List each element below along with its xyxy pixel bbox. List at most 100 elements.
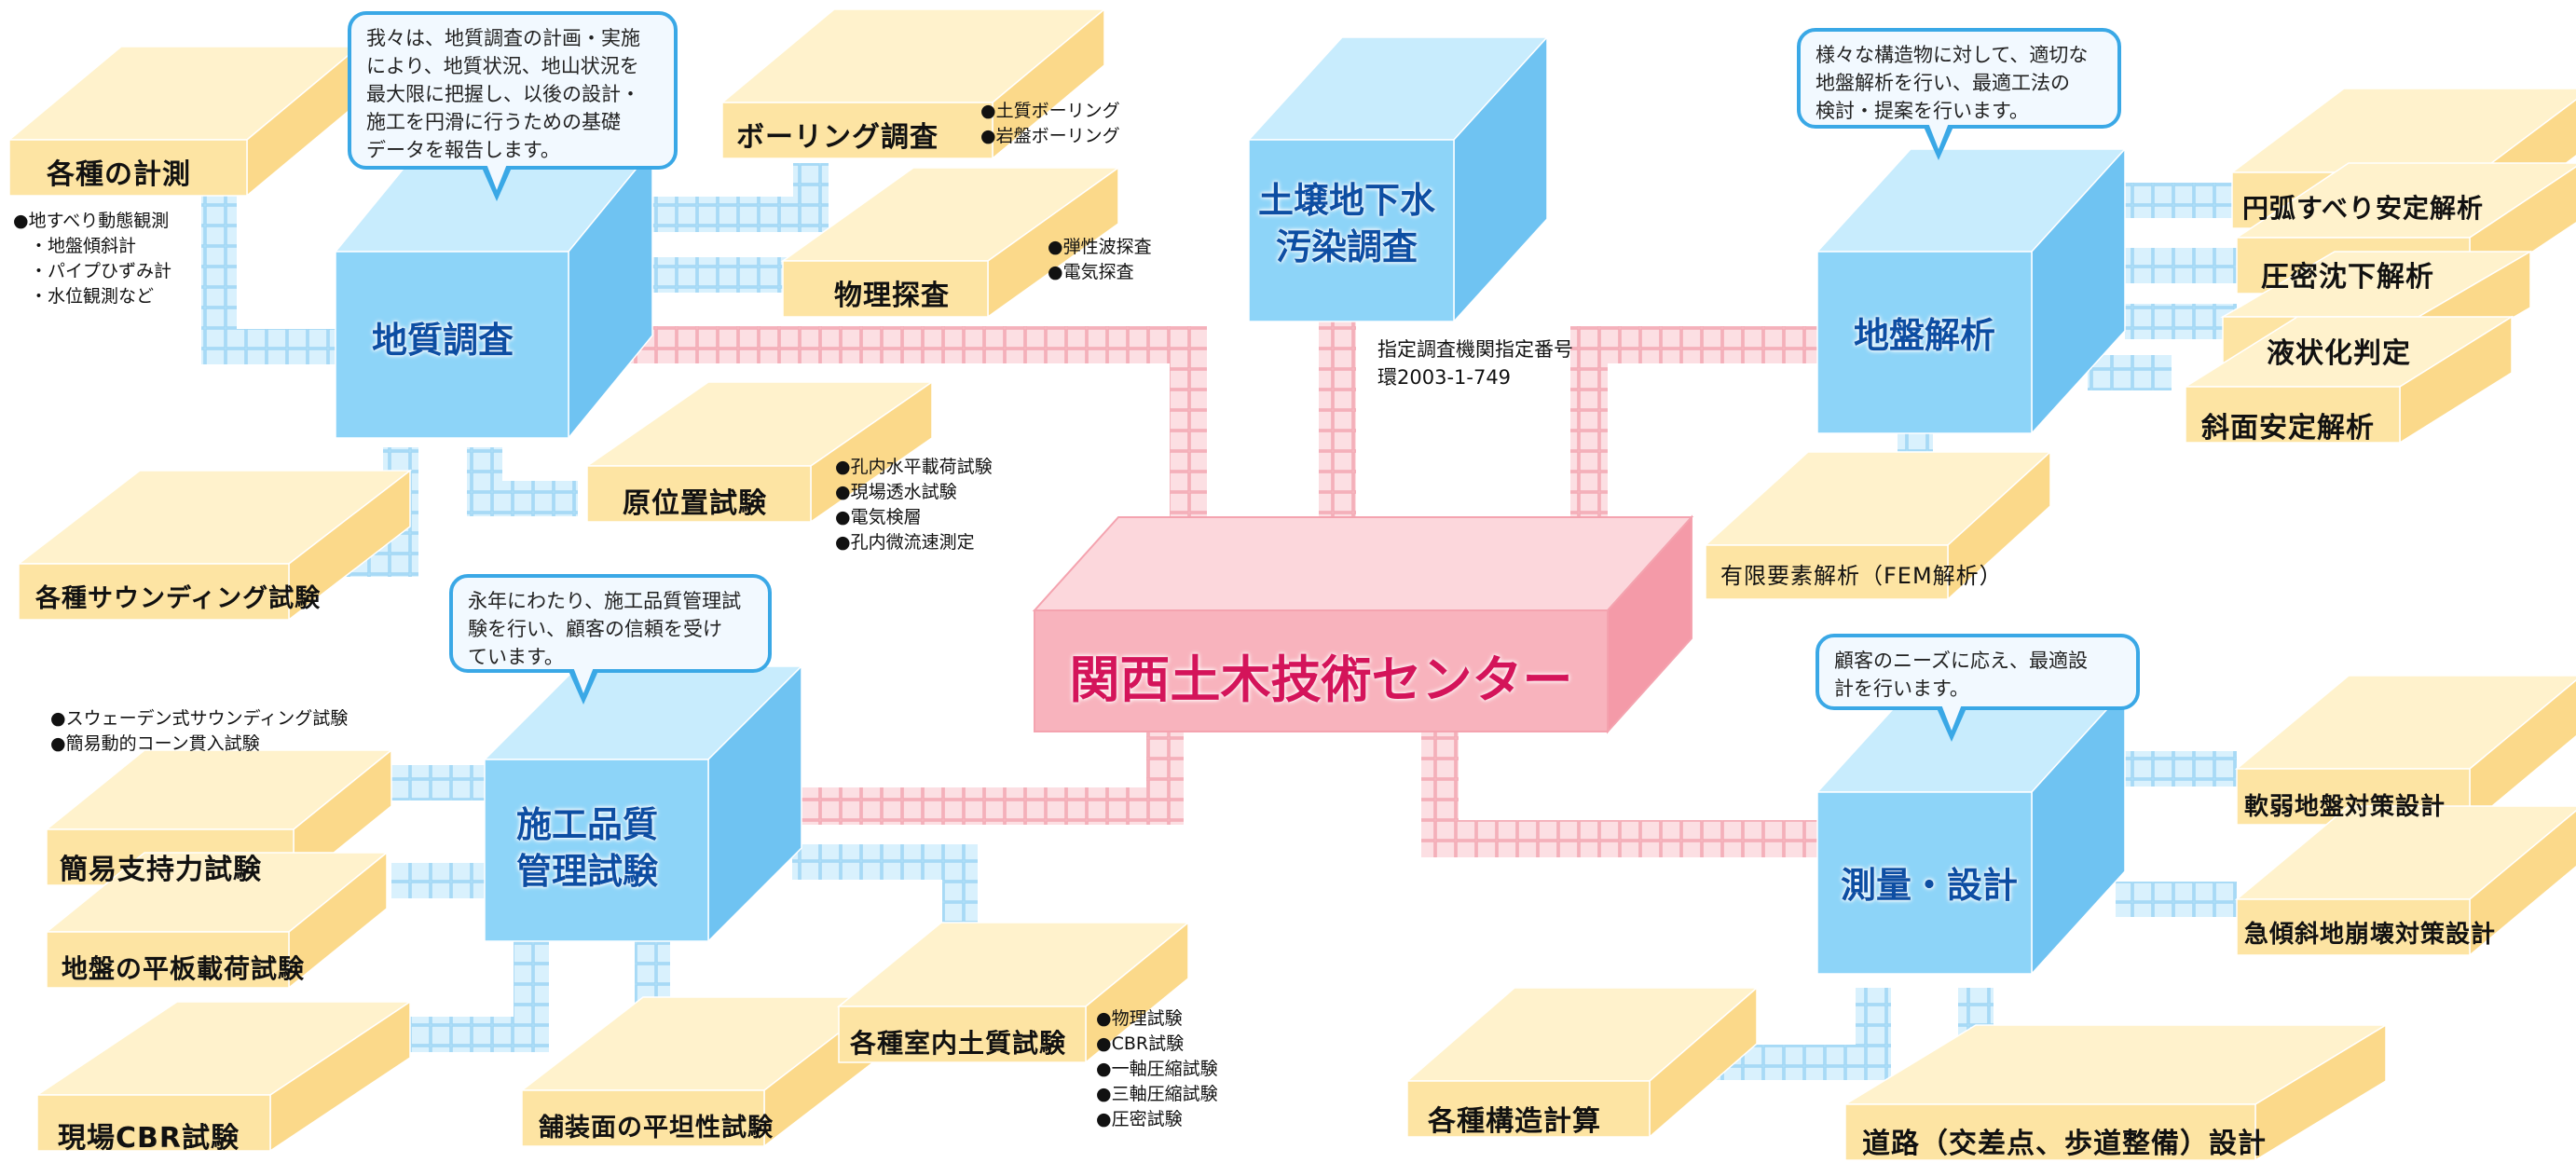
cube-label-sekou: 施工品質 管理試験 (475, 801, 699, 895)
registration-line1: 指定調査機関指定番号 (1377, 338, 1573, 361)
bubble-line: 検討・提案を行います。 (1816, 100, 2029, 122)
box-atsumitsu: 圧密沈下解析 (2261, 261, 2434, 294)
yellow-boxes (7, 7, 2576, 1162)
box-shape-fem-front (1705, 544, 1949, 600)
bubble-line: データを報告します。 (366, 139, 560, 161)
box-shape-shitsunai-front (838, 1006, 1087, 1063)
box-keisoku: 各種の計測 (47, 158, 191, 191)
box-shamen: 斜面安定解析 (2201, 412, 2375, 445)
bullet-item: ●電気検層 (835, 507, 922, 527)
box-shape-kyukei-front (2236, 898, 2471, 956)
cube-label-sokuryo: 測量・設計 (1840, 865, 2018, 906)
box-shape-keisoku (7, 45, 362, 198)
bullets-sounding: ●スウェーデン式サウンディング試験 ●簡易動的コーン貫入試験 (50, 706, 348, 757)
box-nanjaku: 軟弱地盤対策設計 (2244, 793, 2446, 821)
cube-label-sekou-line2: 管理試験 (515, 851, 658, 892)
box-doro: 道路（交差点、歩道整備）設計 (1862, 1128, 2267, 1160)
bullet-item: ・地盤傾斜計 (30, 236, 137, 256)
box-shape-shamen (2183, 315, 2514, 445)
cube-shape-dojo-front (1248, 139, 1455, 322)
bubble-line: 験を行い、顧客の信頼を受け (468, 618, 722, 640)
bullet-keisoku-head: ●地すべり動態観測 (13, 211, 170, 231)
registration-number: 指定調査機関指定番号 環2003-1-749 (1377, 335, 1573, 391)
bullets-boring: ●土質ボーリング ●岩盤ボーリング (980, 99, 1120, 149)
box-shape-shitsunai (836, 921, 1191, 1064)
cube-shape-jiban-front (1816, 251, 2033, 434)
bullet-item: ●三軸圧縮試験 (1096, 1084, 1218, 1104)
cube-label-dojo-line1: 土壌地下水 (1257, 180, 1435, 221)
center-label: 関西土木技術センター (1069, 650, 1573, 709)
bullet-item: ・水位観測など (30, 286, 155, 307)
bubble-line: 最大限に把握し、以後の設計・ (366, 83, 640, 105)
box-shape-boring-front (721, 102, 993, 159)
bullet-item: ●弾性波探査 (1048, 237, 1152, 257)
box-shape-nanjaku (2234, 675, 2576, 827)
bullet-item: ●圧密試験 (1096, 1109, 1183, 1129)
cube-shape-chishitsu-front (335, 251, 569, 439)
cube-shape-sokuryo (1816, 688, 2127, 976)
cube-label-dojo: 土壌地下水 汚染調査 (1235, 177, 1459, 270)
bubble-line: 我々は、地質調査の計画・実施 (366, 27, 640, 49)
bubble-jiban: 様々な構造物に対して、適切な 地盤解析を行い、最適工法の 検討・提案を行います。 (1797, 28, 2121, 160)
box-shape-cbr (34, 1000, 413, 1153)
bubble-sokuryo: 顧客のニーズに応え、最適設 計を行います。 (1816, 634, 2140, 742)
box-shape-sounding-front (18, 563, 290, 621)
bullet-item: ●CBR試験 (1096, 1033, 1185, 1054)
bubble-line: 地盤解析を行い、最適工法の (1816, 72, 2070, 94)
box-shape-genichi (584, 380, 935, 524)
box-heiban: 地盤の平板載荷試験 (62, 953, 306, 984)
box-shape-butsuri (780, 166, 1121, 319)
bubble-line: 様々な構造物に対して、適切な (1816, 44, 2089, 66)
bubble-tail (482, 164, 512, 201)
bullet-item: ●岩盤ボーリング (980, 126, 1120, 146)
box-sounding: 各種サウンディング試験 (35, 584, 322, 613)
bullets-butsuri: ●弾性波探査 ●電気探査 (1048, 235, 1152, 285)
bubble-line: 施工を円滑に行うための基礎 (366, 111, 621, 133)
box-kyukei: 急傾斜地崩壊対策設計 (2244, 921, 2497, 949)
bullet-item: ●土質ボーリング (980, 101, 1120, 121)
cube-shape-jiban (1816, 147, 2127, 435)
bullet-item: ●スウェーデン式サウンディング試験 (50, 708, 349, 729)
box-shape-keisoku-front (8, 139, 248, 197)
box-ekijo: 液状化判定 (2267, 337, 2411, 370)
box-shape-butsuri-front (782, 260, 989, 318)
bubble-chishitsu: 我々は、地質調査の計画・実施 により、地質状況、地山状況を 最大限に把握し、以後… (348, 11, 678, 201)
bubble-line: 計を行います。 (1834, 677, 1969, 700)
bullets-shitsunai: ●物理試験 ●CBR試験 ●一軸圧縮試験 ●三軸圧縮試験 ●圧密試験 (1096, 1006, 1218, 1132)
box-boring: ボーリング調査 (736, 121, 939, 154)
bubble-line: ています。 (468, 646, 564, 668)
box-kan-i: 簡易支持力試験 (60, 854, 262, 886)
cube-label-jiban: 地盤解析 (1853, 315, 1995, 356)
bullet-item: ●簡易動的コーン貫入試験 (50, 733, 260, 754)
bubble-line: 顧客のニーズに応え、最適設 (1834, 650, 2088, 672)
box-enko: 円弧すべり安定解析 (2242, 193, 2485, 224)
bubble-line: 永年にわたり、施工品質管理試 (468, 590, 742, 612)
box-shape-heiban-front (46, 931, 290, 989)
box-shape-doro-front (1844, 1103, 2256, 1161)
box-cbr: 現場CBR試験 (58, 1122, 240, 1155)
cube-label-sekou-line1: 施工品質 (515, 804, 658, 845)
box-fem: 有限要素解析（FEM解析） (1720, 563, 2003, 589)
bullet-item: ●物理試験 (1096, 1008, 1183, 1029)
box-shape-fem (1704, 450, 2052, 601)
cube-shape-dojo (1247, 35, 1549, 323)
bullet-item: ●孔内水平載荷試験 (835, 457, 993, 477)
cube-label-chishitsu: 地質調査 (371, 320, 514, 361)
bullet-item: ●現場透水試験 (835, 482, 957, 502)
box-shape-cbr-front (36, 1094, 271, 1152)
cube-shape-sekou (483, 664, 803, 943)
bullet-item: ●孔内微流速測定 (835, 532, 975, 553)
cube-label-dojo-line2: 汚染調査 (1275, 226, 1418, 267)
box-shape-doro (1843, 1023, 2389, 1162)
box-shape-heiban (44, 851, 390, 990)
bubble-tail (1924, 123, 1953, 160)
cube-shape-sekou-front (484, 759, 709, 942)
box-hosou: 舗装面の平坦性試験 (539, 1114, 774, 1142)
cube-shape-chishitsu (334, 146, 654, 441)
box-shape-genichi-front (586, 465, 812, 523)
cube-shape-sokuryo-front (1816, 791, 2033, 975)
box-butsuri: 物理探査 (834, 280, 950, 312)
bubble-tail (1937, 705, 1966, 742)
box-shape-kyukei (2234, 805, 2576, 957)
